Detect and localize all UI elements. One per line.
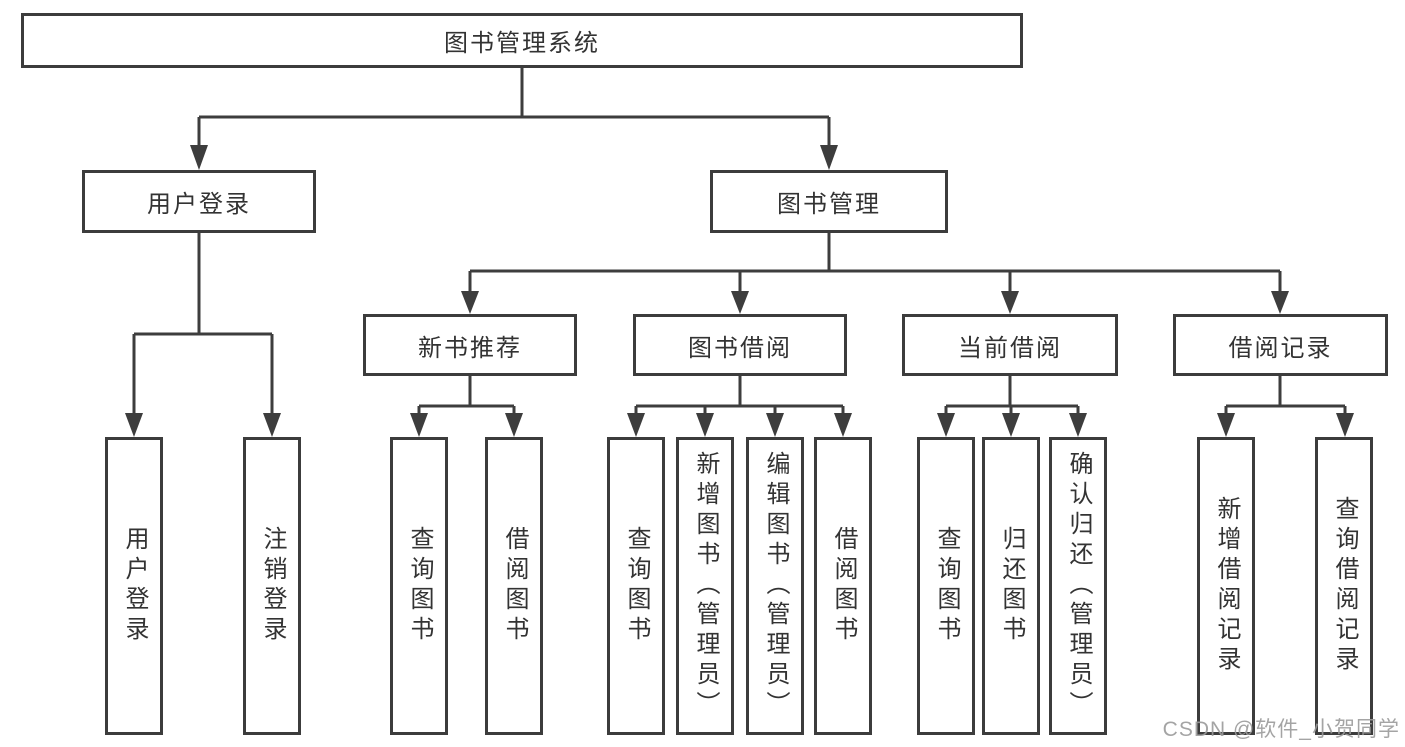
leaf-add-borrow-record: 新增借阅记录	[1197, 437, 1255, 735]
leaf-add-book-admin: 新增图书（管理员）	[676, 437, 734, 735]
node-root: 图书管理系统	[21, 13, 1023, 68]
leaf-query-book-1: 查询图书	[390, 437, 448, 735]
leaf-confirm-return-admin: 确认归还（管理员）	[1049, 437, 1107, 735]
watermark: CSDN @软件_小贺同学	[1162, 718, 1400, 741]
node-new-book-recommend: 新书推荐	[363, 314, 577, 376]
leaf-return-book: 归还图书	[982, 437, 1040, 735]
leaf-query-book-3: 查询图书	[917, 437, 975, 735]
leaf-borrow-book-2: 借阅图书	[814, 437, 872, 735]
leaf-edit-book-admin: 编辑图书（管理员）	[746, 437, 804, 735]
leaf-borrow-book-1: 借阅图书	[485, 437, 543, 735]
node-user-login: 用户登录	[82, 170, 316, 233]
leaf-query-book-2: 查询图书	[607, 437, 665, 735]
node-book-management: 图书管理	[710, 170, 948, 233]
node-current-borrow: 当前借阅	[902, 314, 1118, 376]
leaf-user-login: 用户登录	[105, 437, 163, 735]
leaf-query-borrow-record: 查询借阅记录	[1315, 437, 1373, 735]
node-borrow-records: 借阅记录	[1173, 314, 1388, 376]
leaf-logout: 注销登录	[243, 437, 301, 735]
node-book-borrow: 图书借阅	[633, 314, 847, 376]
